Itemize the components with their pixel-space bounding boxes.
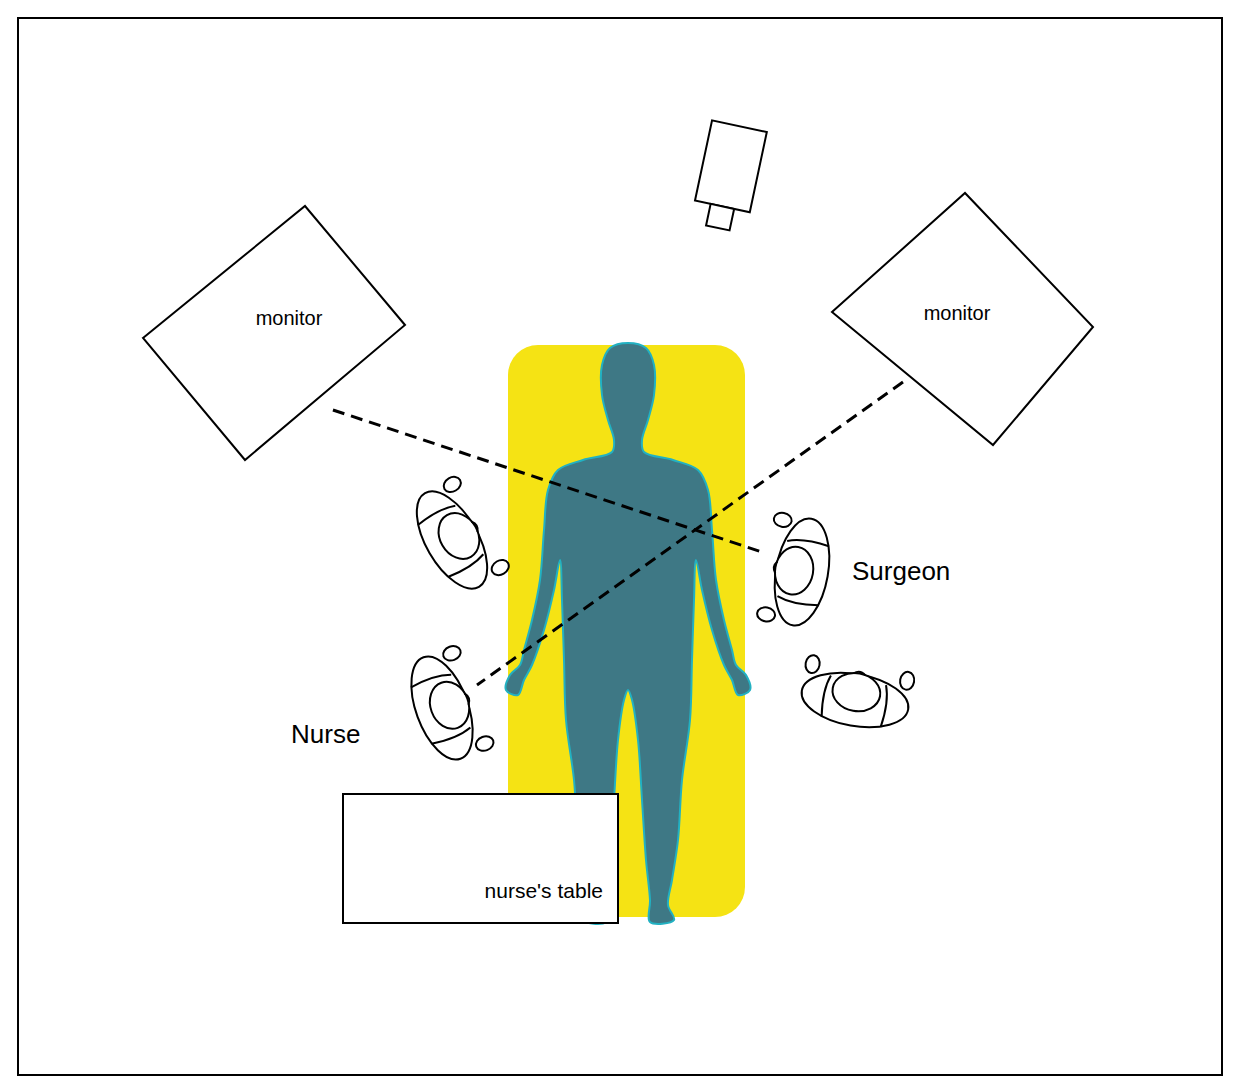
- staff-label: Nurse: [291, 720, 360, 750]
- nurse-table: nurse's table: [342, 793, 619, 924]
- surgeon-figure: [756, 511, 837, 630]
- monitor: monitor: [832, 193, 1093, 445]
- nurse-position: Nurse: [285, 630, 477, 785]
- monitor-outline: [143, 206, 405, 460]
- monitor-label: monitor: [924, 302, 991, 325]
- staff-label: Surgeon: [852, 557, 950, 587]
- monitor: monitor: [143, 206, 405, 460]
- table-label: nurse's table: [485, 879, 603, 903]
- sight-line: [333, 410, 765, 553]
- nurse-figure: [399, 644, 496, 769]
- surgeon-position: Surgeon: [765, 500, 985, 645]
- room-frame: [18, 18, 1222, 1075]
- monitor-label: monitor: [256, 307, 323, 330]
- monitor-shape: [832, 193, 1093, 445]
- light-body: [695, 120, 767, 212]
- assistant-figure: [796, 654, 915, 735]
- sight-line: [477, 382, 903, 685]
- monitor-shape: [143, 206, 405, 460]
- light-head: [706, 204, 734, 231]
- surgical-light: [690, 120, 766, 233]
- assistant-figure: [402, 474, 512, 601]
